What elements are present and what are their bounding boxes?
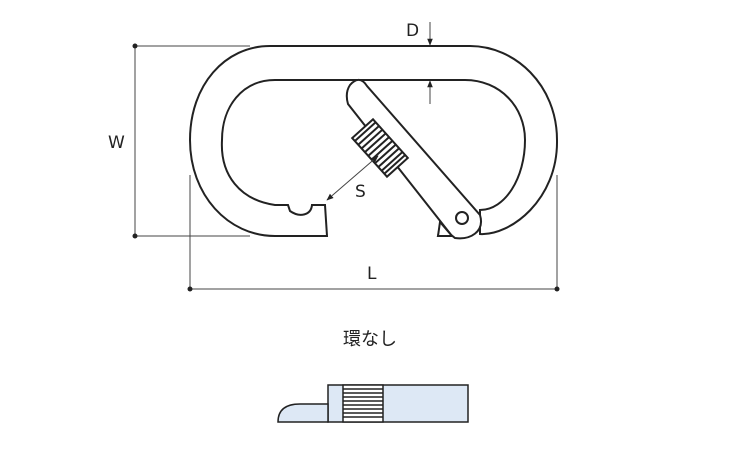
gate-detail-nose <box>277 403 329 423</box>
gate-arm <box>345 78 482 240</box>
caption-no-ring: 環なし <box>343 329 397 350</box>
dimension-lines <box>134 22 558 290</box>
label-d: D <box>406 21 419 41</box>
gate-lower-block <box>436 219 455 237</box>
label-w: W <box>108 133 125 153</box>
s-dimension-arrow <box>326 155 379 201</box>
carabiner-outer-contour <box>188 45 559 237</box>
gate-pivot-rivet <box>455 211 469 225</box>
dimension-dots <box>132 43 560 292</box>
gate-detail-knurl <box>342 384 384 423</box>
gate-detail-no-ring <box>277 384 469 423</box>
label-l: L <box>367 264 377 284</box>
carabiner-body <box>188 45 559 237</box>
carabiner-gate <box>345 78 482 240</box>
label-s: S <box>355 182 366 202</box>
